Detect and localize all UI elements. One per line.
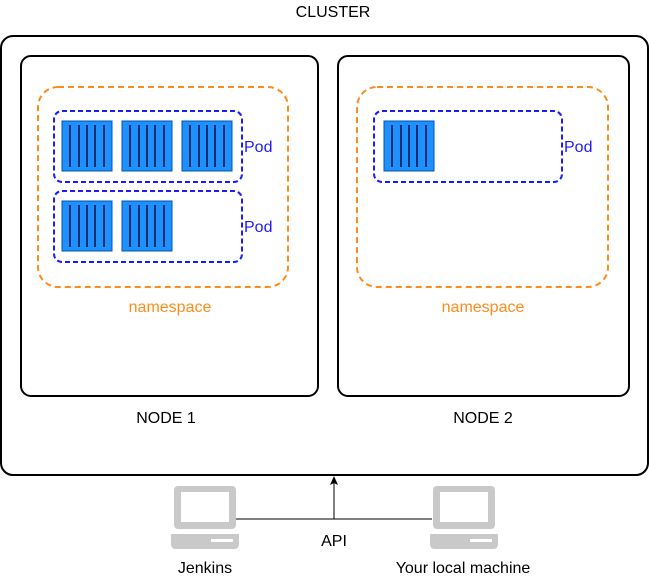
node-2: NODE 2 namespace Pod	[337, 55, 630, 427]
node-2-box	[337, 55, 630, 397]
namespace-2-label: namespace	[442, 299, 525, 316]
container-icon	[121, 120, 173, 172]
pod-3-label: Pod	[564, 139, 592, 156]
local-machine-label: Your local machine	[396, 560, 531, 577]
pod-1-label: Pod	[244, 139, 272, 156]
namespace-1-label: namespace	[129, 299, 212, 316]
namespace-1-boundary	[37, 86, 289, 288]
node-1-label: NODE 1	[136, 410, 196, 427]
pod-3: Pod	[373, 110, 592, 183]
arrow-up-icon	[330, 476, 338, 485]
laptop-icon	[430, 486, 498, 549]
jenkins-label: Jenkins	[178, 560, 232, 577]
pod-2-boundary	[53, 190, 243, 263]
container-icon	[383, 120, 435, 172]
node-1: NODE 1 namespace Pod Pod	[20, 55, 319, 427]
pod-1: Pod	[53, 110, 272, 183]
namespace-2-boundary	[356, 86, 609, 288]
container-icon	[181, 120, 233, 172]
container-icon	[61, 120, 113, 172]
pod-2-label: Pod	[244, 219, 272, 236]
api-connector	[236, 476, 432, 520]
pod-1-boundary	[53, 110, 243, 183]
container-icon	[121, 200, 173, 252]
laptop-icon	[171, 486, 239, 549]
pod-2: Pod	[53, 190, 272, 263]
node-2-label: NODE 2	[453, 410, 513, 427]
api-label: API	[321, 533, 347, 550]
pod-3-boundary	[373, 110, 563, 183]
container-icon	[61, 200, 113, 252]
cluster-label: CLUSTER	[296, 4, 371, 21]
